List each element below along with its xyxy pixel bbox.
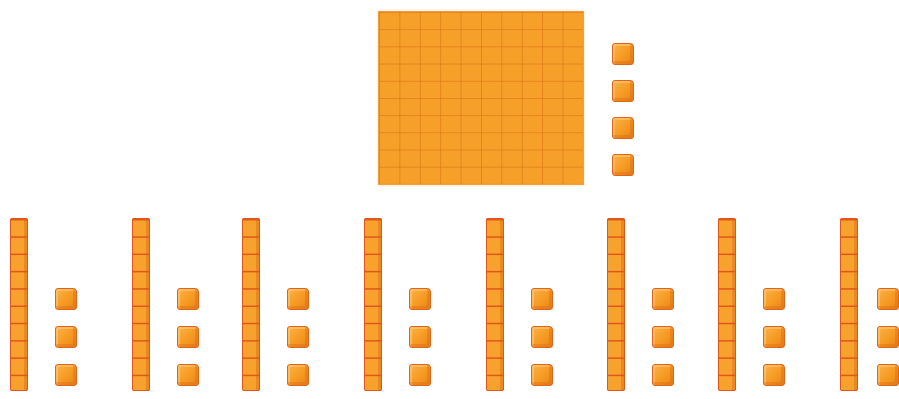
unit-cube — [287, 326, 309, 348]
hundred-flat — [378, 11, 584, 185]
unit-cube — [409, 364, 431, 386]
ten-rod — [840, 218, 858, 391]
unit-cube — [763, 288, 785, 310]
unit-cube — [55, 326, 77, 348]
unit-cube — [877, 364, 899, 386]
ten-rod — [486, 218, 504, 391]
unit-cube — [55, 364, 77, 386]
unit-cube — [612, 43, 634, 65]
unit-cube — [409, 326, 431, 348]
unit-cube — [531, 364, 553, 386]
unit-cube — [877, 288, 899, 310]
ten-rod — [242, 218, 260, 391]
unit-cube — [409, 288, 431, 310]
unit-cube — [612, 80, 634, 102]
unit-cube — [652, 288, 674, 310]
unit-cube — [531, 326, 553, 348]
unit-cube — [763, 364, 785, 386]
ten-rod — [364, 218, 382, 391]
unit-cube — [612, 117, 634, 139]
unit-cube — [287, 288, 309, 310]
ten-rod — [10, 218, 28, 391]
unit-cube — [177, 326, 199, 348]
unit-cube — [877, 326, 899, 348]
unit-cube — [177, 288, 199, 310]
ten-rod — [132, 218, 150, 391]
unit-cube — [652, 326, 674, 348]
unit-cube — [652, 364, 674, 386]
unit-cube — [55, 288, 77, 310]
unit-cube — [531, 288, 553, 310]
unit-cube — [177, 364, 199, 386]
unit-cube — [612, 154, 634, 176]
ten-rod — [607, 218, 625, 391]
ten-rod — [718, 218, 736, 391]
unit-cube — [763, 326, 785, 348]
unit-cube — [287, 364, 309, 386]
